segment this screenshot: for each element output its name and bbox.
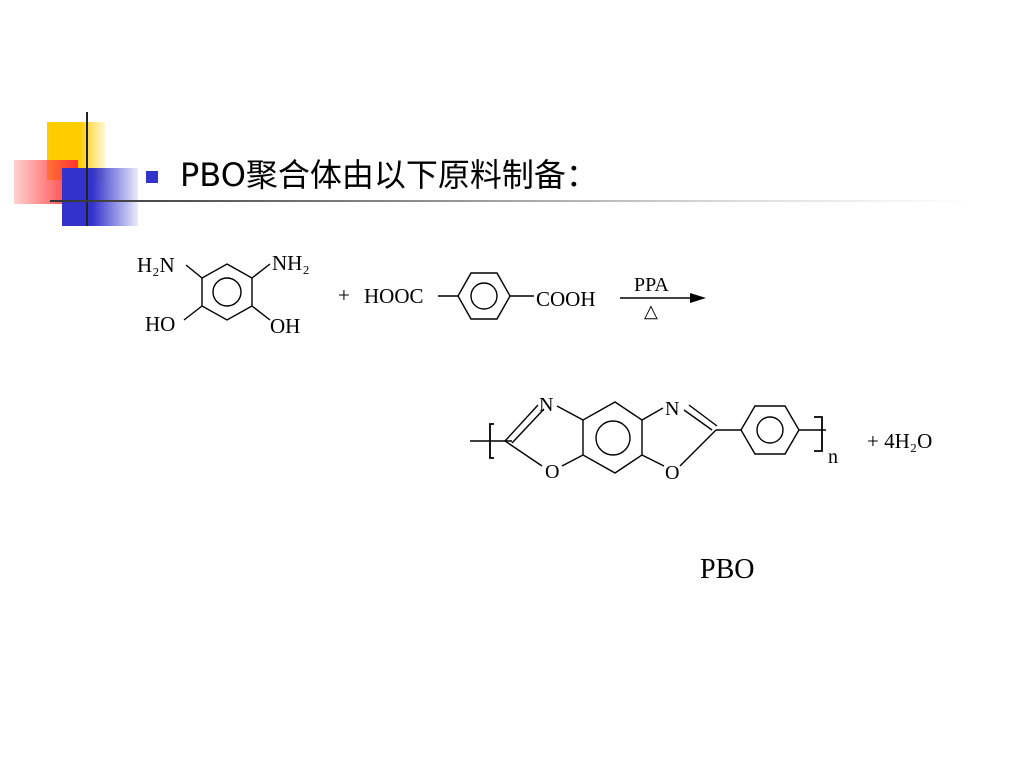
- deco-vertical-line: [86, 112, 88, 226]
- reactant1-nh2-right: NH₂: [272, 251, 310, 275]
- reactant1-oh-left: HO: [145, 312, 175, 336]
- heat-symbol: △: [644, 301, 658, 321]
- product-n-right: N: [665, 398, 679, 420]
- arrow-head: [690, 293, 706, 303]
- reactant1-aromatic-circle: [212, 277, 242, 307]
- reactant1-benzene-ring: [201, 263, 253, 321]
- deco-blue-block: [62, 168, 138, 226]
- product-phenylene-ring: [740, 405, 800, 455]
- product-central-ring: [582, 401, 643, 474]
- water-byproduct: + 4H₂O: [867, 429, 932, 453]
- title-underline: [50, 200, 970, 202]
- product-n-left: N: [539, 394, 553, 416]
- product-o-right: O: [665, 462, 679, 484]
- slide-title: PBO聚合体由以下原料制备：: [180, 156, 598, 194]
- product-o-left: O: [545, 461, 559, 483]
- reactant1-oh-right: OH: [270, 314, 300, 338]
- repeat-subscript: n: [828, 446, 838, 468]
- catalyst-label: PPA: [634, 274, 669, 296]
- reactant2-cooh: COOH: [536, 287, 596, 311]
- title-bullet: [146, 171, 158, 183]
- product-name: PBO: [700, 554, 754, 585]
- reactant2-benzene-ring: [457, 272, 511, 320]
- plus-sign: +: [338, 283, 350, 307]
- reactant2-hooc: HOOC: [364, 284, 424, 308]
- reactant1-nh2-left: H₂N: [137, 253, 175, 277]
